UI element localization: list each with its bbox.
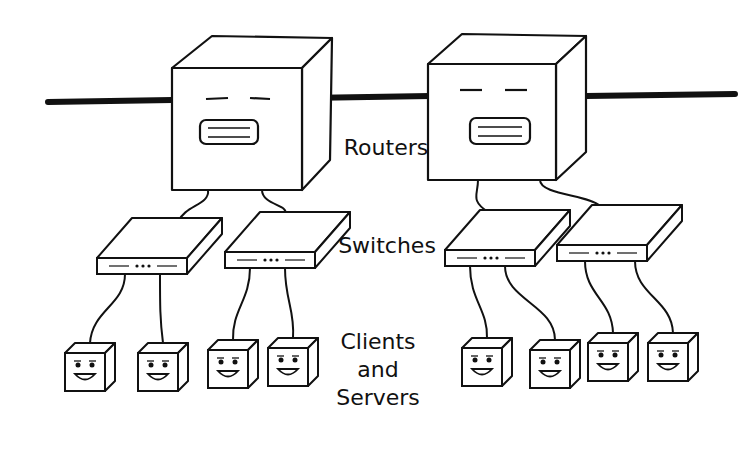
client-cube [648, 333, 698, 381]
layer-label: Clients and Servers [326, 328, 430, 412]
switch-box [225, 212, 350, 268]
switch-box [97, 218, 222, 274]
router-cube [428, 34, 586, 180]
switch-box [557, 205, 682, 261]
client-cube [462, 338, 512, 386]
router-cube [172, 36, 332, 190]
client-cube [138, 343, 188, 391]
backbone-line [48, 94, 735, 102]
client-cube [268, 338, 318, 386]
client-cube [65, 343, 115, 391]
layer-label: Switches [328, 232, 446, 260]
switch-box [445, 210, 570, 266]
client-cube [530, 340, 580, 388]
client-cube [588, 333, 638, 381]
layer-label: Routers [330, 134, 442, 162]
client-cube [208, 340, 258, 388]
